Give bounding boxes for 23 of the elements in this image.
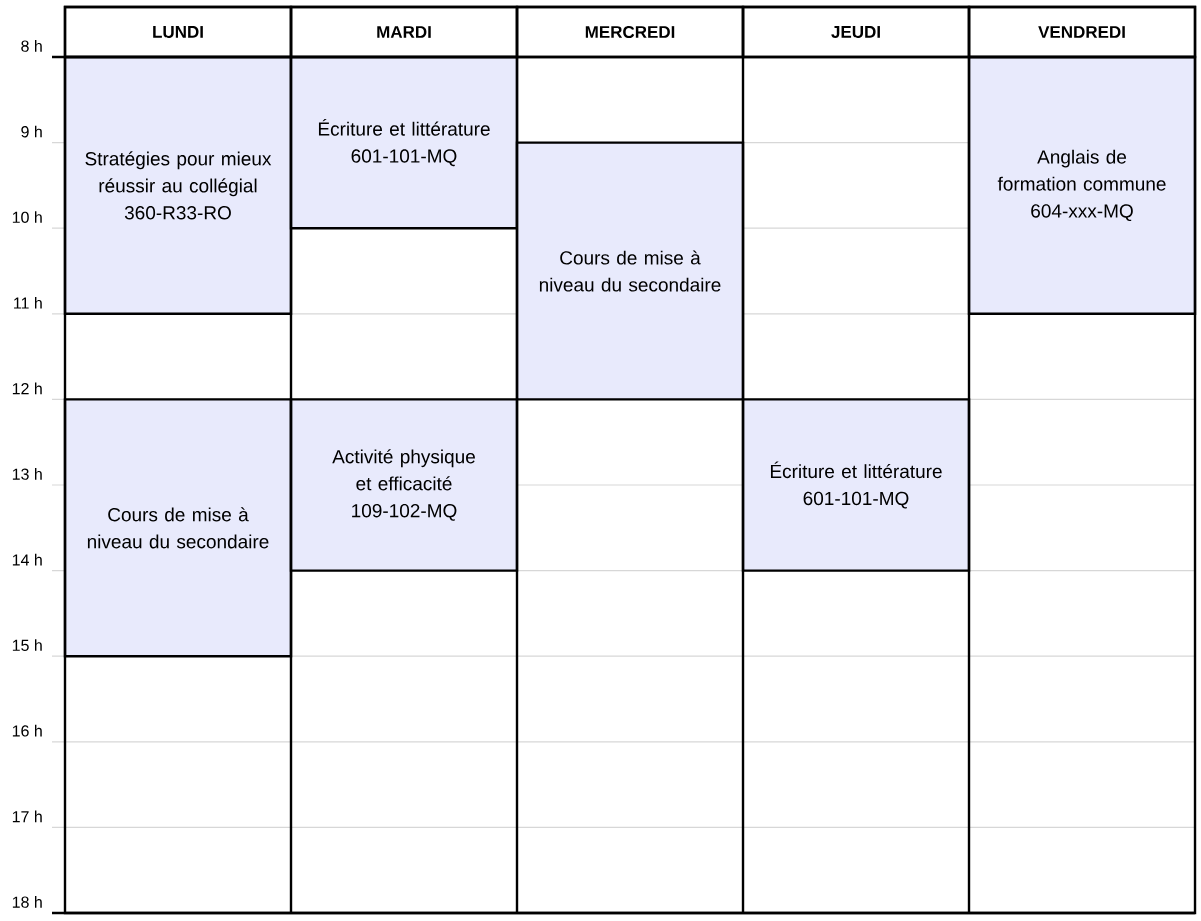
hour-label: 14 h (12, 553, 42, 566)
hour-label: 17 h (12, 810, 42, 823)
hour-label: 16 h (12, 724, 42, 737)
course-box: Cours de mise à niveau du secondaire (63, 398, 293, 658)
header-cell: LUNDI (63, 5, 293, 59)
hour-label: 8 h (21, 40, 42, 52)
hour-label: 9 h (21, 125, 42, 138)
header-cell: MERCREDI (515, 5, 745, 59)
course-box: Écriture et littérature 601-101-MQ (289, 55, 519, 230)
hour-label: 15 h (12, 639, 42, 651)
course-box: Anglais de formation commune 604-xxx-MQ (967, 55, 1197, 315)
course-box: Stratégies pour mieux réussir au collégial 360-R33-RO (63, 55, 293, 315)
hour-label: 18 h (12, 896, 42, 908)
header-cell: VENDREDI (967, 5, 1197, 59)
hour-label: 10 h (12, 211, 42, 223)
hour-label: 12 h (12, 382, 42, 395)
course-box: Cours de mise à niveau du secondaire (515, 141, 745, 401)
header-cell: MARDI (289, 5, 519, 59)
course-box: Écriture et littérature 601-101-MQ (741, 398, 971, 572)
hour-label: 13 h (12, 468, 42, 480)
hour-label: 11 h (14, 297, 42, 309)
course-box: Activité physique et efficacité 109-102-MQ (289, 398, 519, 572)
header-cell: JEUDI (741, 5, 971, 59)
